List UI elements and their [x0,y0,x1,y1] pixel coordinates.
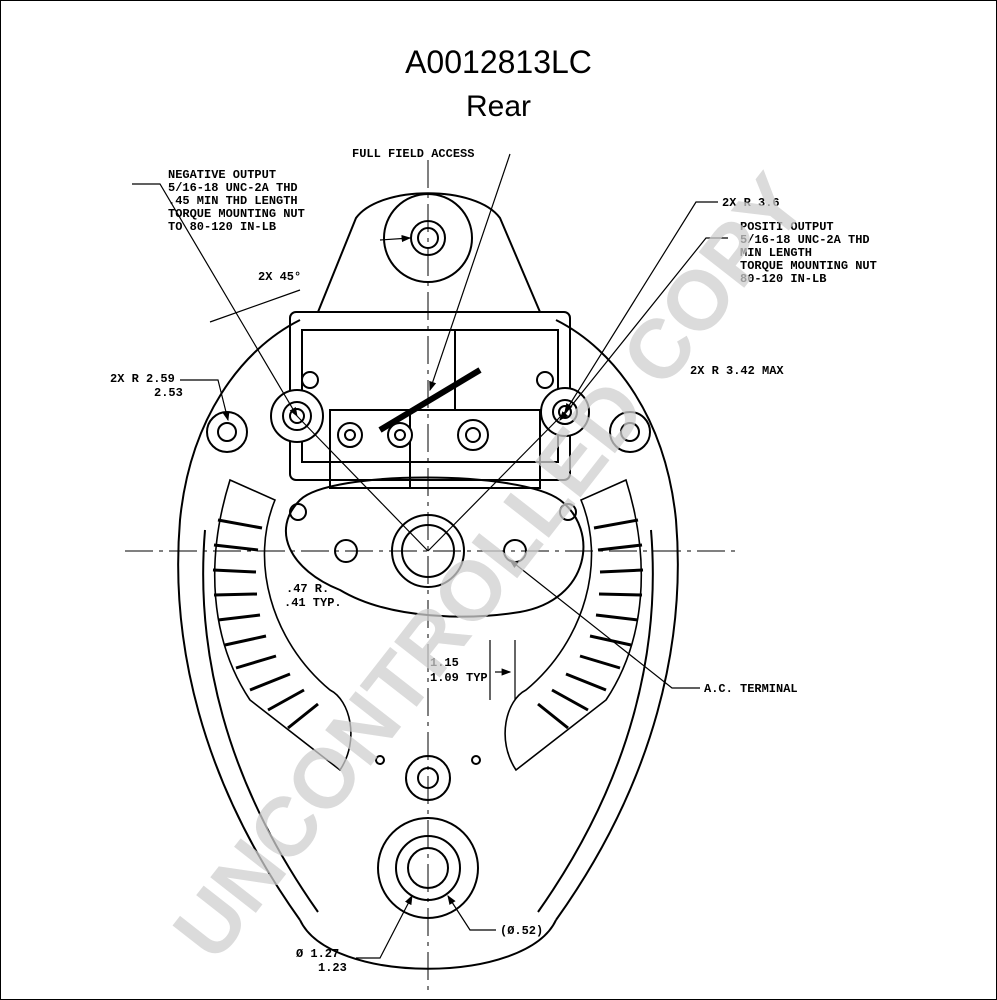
angle-label: 2X 45° [258,270,301,284]
radius-left-label-max: 2X R 2.59 [110,372,175,386]
radius-right-label: 2X R 3.42 MAX [690,364,784,378]
bottom-diameter-min: 1.23 [318,961,347,975]
slot-radius-max: .47 R. [286,582,329,596]
bottom-diameter-max: Ø 1.27 [296,947,339,961]
part-number-title: A0012813LC [405,44,592,80]
positive-output-line-2: 5/16-18 UNC-2A THD [740,233,870,247]
negative-output-line-4: TORQUE MOUNTING NUT [168,207,305,221]
slot-width-max: 1.15 [430,656,459,670]
negative-output-line-3: .45 MIN THD LENGTH [168,194,298,208]
full-field-access-label: FULL FIELD ACCESS [352,147,474,161]
center-hub [284,476,585,618]
positive-output-line-5: 80-120 IN-LB [740,272,826,286]
bottom-mount [375,755,481,919]
vent-slots [212,478,644,772]
centerlines [125,160,740,990]
slot-width-min: 1.09 TYP [430,671,488,685]
mount-hole-label: (Ø.52) [500,924,543,938]
positive-output-line-4: TORQUE MOUNTING NUT [740,259,877,273]
negative-output-line-2: 5/16-18 UNC-2A THD [168,181,298,195]
leader-lines [132,153,728,959]
negative-output-line-1: NEGATIVE OUTPUT [168,168,276,182]
ac-terminal-label: A.C. TERMINAL [704,682,798,696]
housing-outline [177,319,679,970]
callout-positive-output: POSITI OUTPUT 5/16-18 UNC-2A THD MIN LEN… [740,220,877,286]
radius-left-label-min: 2.53 [154,386,183,400]
view-subtitle: Rear [465,90,532,123]
positive-output-line-3: MIN LENGTH [740,246,812,260]
slot-radius-min: .41 TYP. [284,596,342,610]
uncontrolled-copy-watermark: UNCONTROLLED COPY [155,157,824,976]
positive-output-line-1: POSITI OUTPUT [740,220,834,234]
radius-top-right-label: 2X R 3.6 [722,196,780,210]
top-mounting-ear [317,192,541,313]
negative-output-line-5: TO 80-120 IN-LB [168,220,276,234]
callout-negative-output: NEGATIVE OUTPUT 5/16-18 UNC-2A THD .45 M… [168,168,305,234]
